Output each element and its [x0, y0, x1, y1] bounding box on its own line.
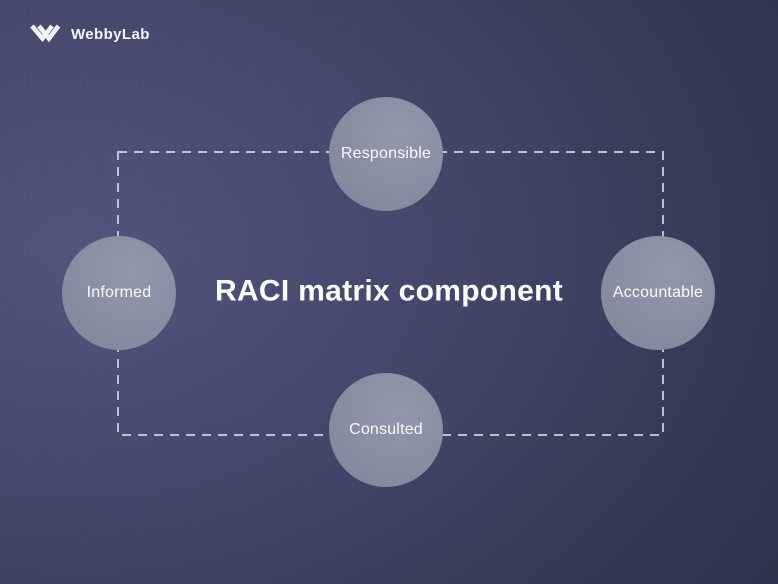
- node-informed-label: Informed: [86, 284, 152, 301]
- node-informed: Informed: [62, 236, 176, 350]
- node-responsible: Responsible: [329, 97, 443, 211]
- node-consulted: Consulted: [329, 373, 443, 487]
- node-accountable: Accountable: [601, 236, 715, 350]
- brand-name: WebbyLab: [71, 26, 150, 43]
- node-consulted-label: Consulted: [349, 421, 423, 438]
- node-responsible-label: Responsible: [340, 145, 432, 162]
- webbylab-w-icon: [30, 24, 61, 43]
- page-title: RACI matrix component: [214, 274, 563, 308]
- node-accountable-label: Accountable: [612, 284, 704, 301]
- brand-logo: WebbyLab: [28, 22, 150, 47]
